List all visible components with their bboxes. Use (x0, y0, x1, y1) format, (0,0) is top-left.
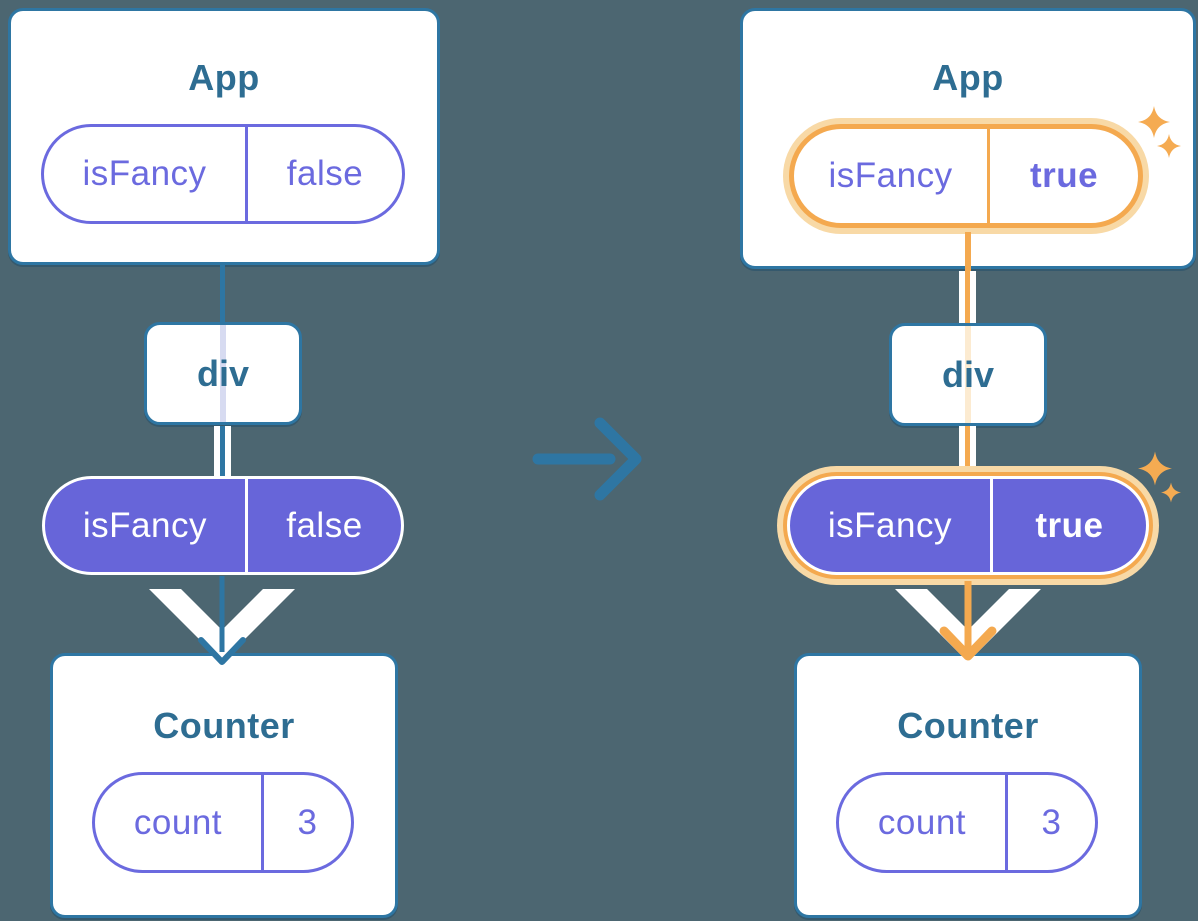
state-name: count (839, 775, 1008, 870)
state-value: 3 (1041, 802, 1062, 842)
state-name: isFancy (790, 479, 993, 572)
component-title: App (188, 57, 260, 98)
prop-pipe-after-lower (959, 426, 976, 468)
counter-card-before: Counter count 3 (50, 653, 398, 918)
prop-pill-before: isFancy false (41, 124, 405, 224)
app-card-after: App isFancy true (740, 8, 1196, 269)
sparkles-icon (1138, 106, 1170, 138)
counter-card-after: Counter count 3 (794, 653, 1142, 918)
div-label: div (941, 353, 994, 395)
component-title: Counter (153, 705, 295, 746)
arrow-right-icon (532, 417, 642, 501)
prop-value: false (286, 154, 364, 193)
prop-name: isFancy (794, 129, 991, 223)
prop-line-through-div (965, 326, 971, 423)
prop-pill-after-highlighted: isFancy true (789, 124, 1143, 228)
count-pill-before: count 3 (92, 772, 354, 873)
div-node-after: div (889, 323, 1047, 426)
component-title: App (932, 57, 1004, 98)
edge-pill-to-card-after (965, 232, 971, 271)
prop-flow-chevron-before (149, 589, 295, 662)
prop-pipe-after-upper (959, 271, 976, 323)
sparkles-icon (1161, 482, 1181, 503)
state-value: true (1035, 505, 1104, 545)
prop-value: true (1029, 156, 1099, 195)
div-label: div (196, 352, 249, 394)
state-name: count (95, 775, 264, 870)
state-value: false (286, 505, 363, 545)
prop-flow-chevron-after (895, 589, 1041, 662)
prop-pipe-before (214, 426, 231, 476)
state-value: 3 (297, 802, 318, 842)
state-pill-before: isFancy false (42, 476, 404, 575)
sparkles-icon (1157, 134, 1181, 158)
prop-name: isFancy (44, 127, 249, 221)
div-node-before: div (144, 322, 302, 425)
prop-line-through-div (220, 325, 226, 422)
component-title: Counter (897, 705, 1039, 746)
state-pill-after-highlighted: isFancy true (787, 476, 1149, 575)
state-name: isFancy (45, 479, 248, 572)
app-card-before: App isFancy false (8, 8, 440, 265)
sparkles-icon (1138, 451, 1172, 486)
edge-app-to-div-before (220, 263, 225, 323)
count-pill-after: count 3 (836, 772, 1098, 873)
